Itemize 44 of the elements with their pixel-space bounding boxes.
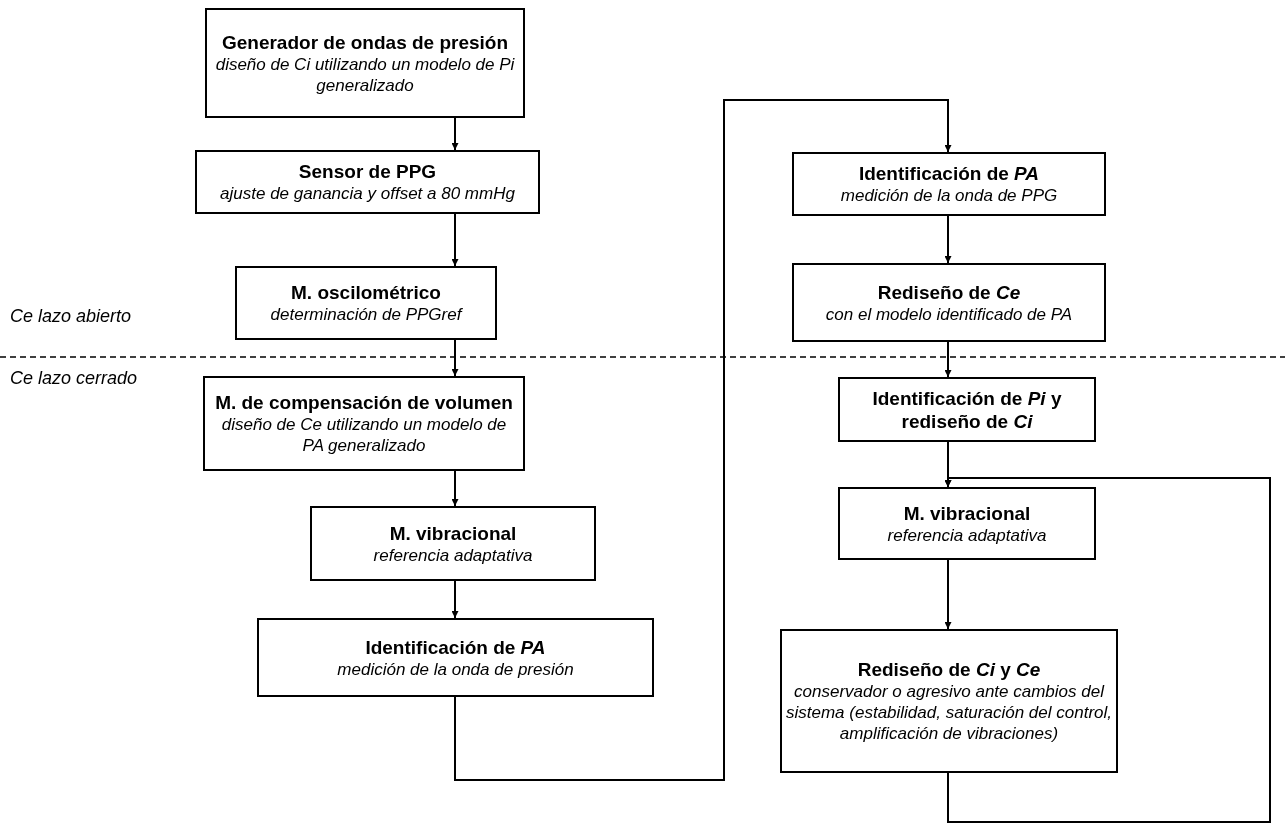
arrow [451,580,459,619]
box-description: determinación de PPGref [270,304,462,325]
arrow [944,477,1271,823]
process-box [792,152,1106,216]
box-heading: M. de compensación de volumen [215,391,513,414]
arrow [944,215,952,264]
process-box [310,506,596,581]
arrow [451,117,459,151]
arrow [451,339,459,377]
box-heading: M. vibracional [389,521,517,545]
process-box [792,263,1106,342]
box-description: conservador o agresivo ante cambios del sistema (estabilidad, saturación del control, amplificación de vibraciones) [786,681,1112,744]
box-heading: Sensor de PPG [298,160,437,183]
box-heading: Rediseño de Ce [877,280,1021,304]
section-label: Ce lazo abierto [10,306,132,327]
box-description: diseño de Ci utilizando un modelo de Pi generalizado [214,53,516,96]
box-description: referencia adaptativa [373,544,533,566]
box-heading: Identificación de Pi y rediseño de Ci [871,386,1063,433]
process-box [780,629,1118,773]
process-box [838,487,1096,560]
process-box [257,618,654,697]
arrow [944,559,952,630]
arrow [451,213,459,267]
process-box [203,376,525,471]
process-box [205,8,525,118]
arrow [944,341,952,378]
arrow [454,99,952,781]
section-label: Ce lazo cerrado [10,368,138,389]
box-description: con el modelo identificado de PA [825,303,1073,325]
box-description: medición de la onda de PPG [840,185,1058,206]
box-description: ajuste de ganancia y offset a 80 mmHg [220,183,515,204]
box-heading: Rediseño de Ci y Ce [857,658,1041,681]
process-box [235,266,497,340]
process-box [838,377,1096,442]
process-box [195,150,540,214]
box-description: medición de la onda de presión [337,658,574,680]
box-description: referencia adaptativa [887,524,1047,546]
box-heading: Identificación de PA [858,162,1040,185]
box-description: diseño de Ce utilizando un modelo de PA generalizado [220,414,508,456]
arrow [451,470,459,507]
box-heading: M. vibracional [903,501,1031,525]
box-heading: M. oscilométrico [291,281,441,304]
box-heading: Identificación de PA [365,635,546,659]
box-heading: Generador de ondas de presión [221,30,509,54]
